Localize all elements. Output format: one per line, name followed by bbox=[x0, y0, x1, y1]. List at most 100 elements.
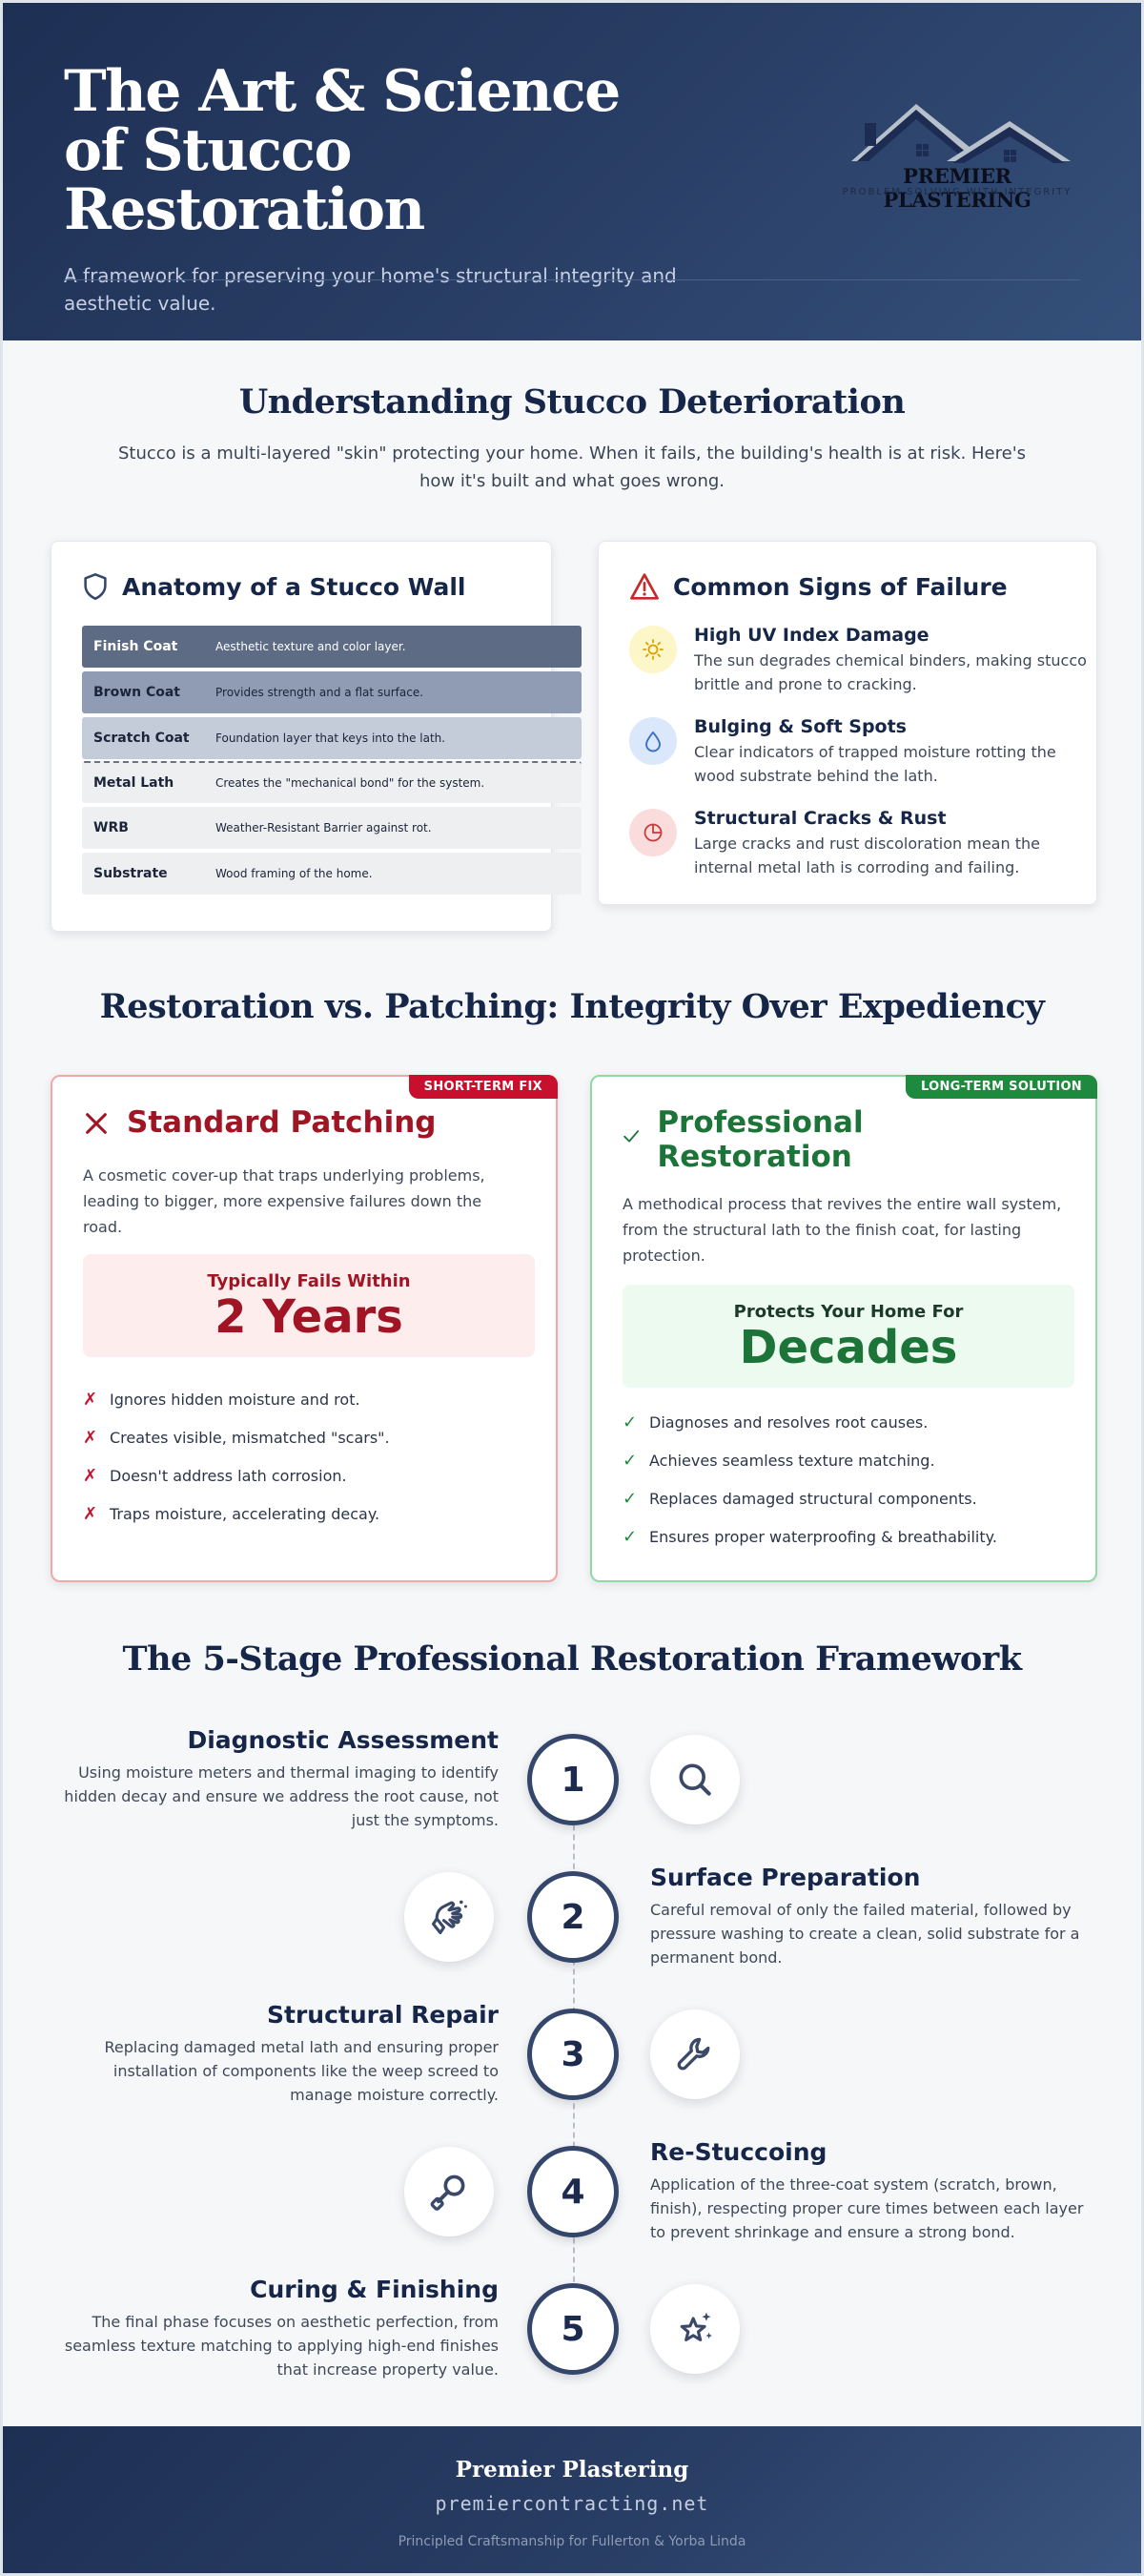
cross-mark-icon: ✗ bbox=[83, 1503, 98, 1524]
shield-icon bbox=[84, 573, 107, 600]
wall-layer-name: Scratch Coat bbox=[93, 731, 190, 746]
patching-list-item-text: Doesn't address lath corrosion. bbox=[110, 1466, 347, 1485]
failure-sign-title: High UV Index Damage bbox=[694, 625, 930, 646]
check-icon bbox=[623, 1130, 640, 1143]
wall-layer-row: Scratch Coat Foundation layer that keys i… bbox=[82, 717, 582, 759]
wall-layer-description: Creates the "mechanical bond" for the sy… bbox=[215, 776, 485, 790]
wall-layer-description: Provides strength and a flat surface. bbox=[215, 686, 424, 699]
failure-sign-description: Large cracks and rust discoloration mean… bbox=[694, 835, 1040, 876]
trowel-icon bbox=[404, 2147, 494, 2236]
failure-signs-card: Common Signs of Failure High UV Index Da… bbox=[598, 541, 1097, 905]
wrench-icon bbox=[650, 2009, 740, 2099]
wall-layer-name: Brown Coat bbox=[93, 685, 180, 700]
patching-list-item: ✗ Creates visible, mismatched "scars". bbox=[83, 1418, 390, 1456]
wall-layer-description: Foundation layer that keys into the lath… bbox=[215, 732, 446, 745]
restoration-card: LONG-TERM SOLUTION Professional Restorat… bbox=[590, 1075, 1097, 1582]
wall-layers-diagram: Finish Coat Aesthetic texture and color l… bbox=[82, 626, 582, 898]
footer-tagline: Principled Craftsmanship for Fullerton &… bbox=[398, 2534, 746, 2549]
footer-website-link[interactable]: premiercontracting.net bbox=[435, 2492, 709, 2515]
restoration-list-item: ✓Replaces damaged structural components. bbox=[623, 1479, 997, 1517]
patching-list-item: ✗Doesn't address lath corrosion. bbox=[83, 1456, 390, 1494]
wall-layer-name: Finish Coat bbox=[93, 639, 178, 654]
logo-tagline: PROBLEM SOLVING WITH INTEGRITY bbox=[842, 187, 1072, 197]
step-number-badge: 1 bbox=[527, 1734, 619, 1825]
failure-sign-description: Clear indicators of trapped moisture rot… bbox=[694, 743, 1056, 785]
magnifier-icon bbox=[650, 1735, 740, 1824]
patching-stat-value: 2 Years bbox=[214, 1290, 403, 1344]
restoration-list-item-text: Achieves seamless texture matching. bbox=[649, 1451, 935, 1470]
wall-layer-row: Brown Coat Provides strength and a flat s… bbox=[82, 671, 582, 713]
check-mark-icon: ✓ bbox=[623, 1412, 638, 1432]
header-divider bbox=[64, 279, 1080, 280]
failure-sign-title: Bulging & Soft Spots bbox=[694, 716, 907, 737]
patching-list-item: ✗Ignores hidden moisture and rot. bbox=[83, 1380, 390, 1418]
patching-list-item-text: Traps moisture, accelerating decay. bbox=[110, 1504, 380, 1523]
patching-list-item-text: Creates visible, mismatched "scars". bbox=[110, 1428, 390, 1447]
water-drop-icon bbox=[629, 717, 677, 765]
patching-title: Standard Patching bbox=[83, 1105, 436, 1140]
failure-sign-title: Structural Cracks & Rust bbox=[694, 808, 947, 829]
wall-layer-description: Wood framing of the home. bbox=[215, 867, 373, 880]
company-logo: PREMIER PLASTERING PROBLEM SOLVING WITH … bbox=[832, 102, 1082, 212]
anatomy-title-text: Anatomy of a Stucco Wall bbox=[122, 572, 466, 601]
patching-drawbacks-list: ✗Ignores hidden moisture and rot.✗Create… bbox=[83, 1380, 390, 1533]
patching-card: SHORT-TERM FIX Standard Patching A cosme… bbox=[51, 1075, 558, 1582]
wall-layer-name: WRB bbox=[93, 820, 129, 835]
wall-layer-name: Substrate bbox=[93, 866, 168, 881]
restoration-list-item-text: Diagnoses and resolves root causes. bbox=[649, 1412, 929, 1432]
patching-title-text: Standard Patching bbox=[127, 1105, 437, 1140]
restoration-description: A methodical process that revives the en… bbox=[623, 1195, 1062, 1265]
step-number-badge: 5 bbox=[527, 2283, 619, 2375]
page-title: The Art & Science of Stucco Restoration bbox=[64, 58, 621, 243]
hero-header: The Art & Science of Stucco Restoration … bbox=[3, 3, 1141, 340]
cross-mark-icon: ✗ bbox=[83, 1389, 98, 1410]
restoration-list-item: ✓ Ensures proper waterproofing & breathab… bbox=[623, 1517, 997, 1556]
wall-layer-row: Metal Lath Creates the "mechanical bond" … bbox=[82, 761, 582, 803]
patching-description: A cosmetic cover-up that traps underlyin… bbox=[83, 1166, 485, 1236]
pie-chart-icon bbox=[629, 809, 677, 856]
failure-title-text: Common Signs of Failure bbox=[673, 572, 1008, 601]
step-number-badge: 4 bbox=[527, 2146, 619, 2237]
framework-step-description: The final phase focuses on aesthetic per… bbox=[64, 2313, 499, 2379]
framework-step-description: Application of the three-coat system (sc… bbox=[650, 2175, 1084, 2241]
wall-layer-name: Metal Lath bbox=[93, 775, 174, 791]
section-title-comparison: Restoration vs. Patching: Integrity Over… bbox=[99, 987, 1045, 1026]
restoration-title-text: Professional Restoration bbox=[657, 1105, 864, 1174]
step-number-badge: 3 bbox=[527, 2009, 619, 2100]
check-mark-icon: ✓ bbox=[623, 1526, 638, 1547]
hand-washing-icon bbox=[404, 1872, 494, 1962]
cross-mark-icon: ✗ bbox=[83, 1427, 98, 1448]
restoration-title: Professional Restoration bbox=[623, 1105, 909, 1174]
patching-badge: SHORT-TERM FIX bbox=[408, 1075, 558, 1099]
patching-list-item: ✗ Traps moisture, accelerating decay. bbox=[83, 1494, 390, 1533]
step-number-badge: 2 bbox=[527, 1871, 619, 1963]
restoration-stat-box: Protects Your Home For Decades bbox=[623, 1285, 1074, 1388]
sparkle-star-icon bbox=[650, 2284, 740, 2374]
framework-step-title: Surface Preparation bbox=[650, 1864, 921, 1891]
check-mark-icon: ✓ bbox=[623, 1488, 638, 1509]
patching-stat-label: Typically Fails Within bbox=[207, 1271, 411, 1291]
wall-layer-description: Aesthetic texture and color layer. bbox=[215, 640, 406, 653]
framework-step-title: Re-Stuccoing bbox=[650, 2138, 827, 2166]
check-mark-icon: ✓ bbox=[623, 1450, 638, 1471]
restoration-badge: LONG-TERM SOLUTION bbox=[906, 1075, 1097, 1099]
sun-icon bbox=[629, 626, 677, 673]
wall-layer-description: Weather-Resistant Barrier against rot. bbox=[215, 821, 432, 835]
anatomy-card: Anatomy of a Stucco Wall Finish Coat Aest… bbox=[51, 541, 582, 932]
section-title-understanding: Understanding Stucco Deterioration bbox=[238, 382, 906, 422]
restoration-benefits-list: ✓ Diagnoses and resolves root causes. ✓ Ach… bbox=[623, 1403, 997, 1556]
close-x-icon bbox=[86, 1113, 107, 1134]
restoration-list-item-text: Ensures proper waterproofing & breathabi… bbox=[649, 1527, 997, 1546]
failure-sign-description: The sun degrades chemical binders, makin… bbox=[694, 651, 1087, 693]
patching-stat-box: Typically Fails Within 2 Years bbox=[83, 1254, 535, 1357]
restoration-list-item: ✓ Achieves seamless texture matching. bbox=[623, 1441, 997, 1479]
